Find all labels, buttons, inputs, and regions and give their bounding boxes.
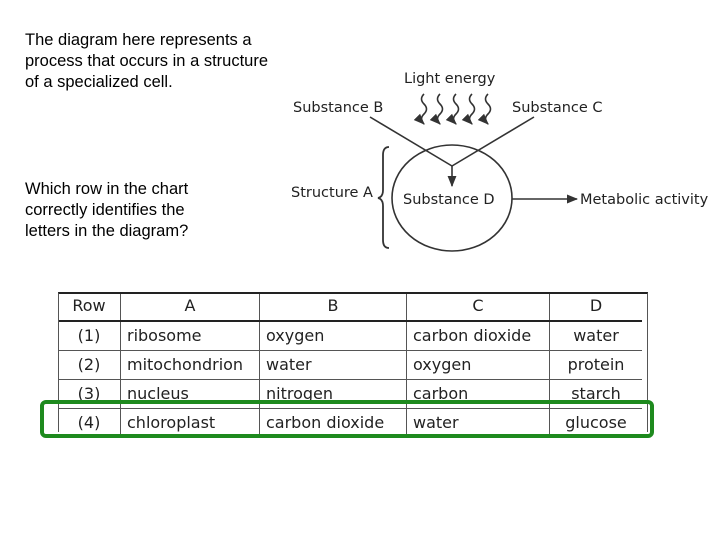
cell-process-diagram: Light energy Substance B Substance C Str… [291,71,709,252]
cell-b: oxygen [259,321,407,351]
structure-a-circle [391,144,513,252]
prompt-line: Which row in the chart [25,180,189,198]
substance-c-line [451,116,535,167]
header-row: Row [58,292,121,322]
metabolic-activity-label: Metabolic activity [580,192,709,208]
cell-a: ribosome [120,321,260,351]
cell-d: starch [549,379,642,409]
substance-c-label: Substance C [512,100,603,116]
prompt-line: letters in the diagram? [25,222,189,240]
table-row: (3) nucleus nitrogen carbon starch [58,379,642,409]
wavy-arrow [477,93,492,125]
intro-line: process that occurs in a structure [25,52,269,70]
cell-d: water [549,321,642,351]
prompt-line: correctly identifies the [25,201,185,219]
row-number: (3) [58,379,121,409]
header-a: A [120,292,260,322]
row-number: (1) [58,321,121,351]
wavy-arrow [413,93,428,125]
row-number: (4) [58,408,121,438]
cell-d: protein [549,350,642,380]
question-prompt: Which row in the chart correctly identif… [25,179,225,242]
cell-b: water [259,350,407,380]
intro-line: of a specialized cell. [25,73,173,91]
cell-b: nitrogen [259,379,407,409]
substance-b-line [369,116,453,167]
table-row: (1) ribosome oxygen carbon dioxide water [58,321,642,351]
cell-c: carbon dioxide [406,321,550,351]
row-number: (2) [58,350,121,380]
substance-b-label: Substance B [293,100,383,116]
table-header-row: Row A B C D [58,292,642,322]
wavy-arrow [429,93,444,125]
structure-a-brace [377,146,390,249]
intro-text: The diagram here represents a process th… [25,30,325,93]
structure-a-label: Structure A [291,185,373,201]
light-energy-label: Light energy [404,71,496,87]
cell-a: mitochondrion [120,350,260,380]
header-b: B [259,292,407,322]
substance-d-label: Substance D [403,192,495,208]
wavy-arrow [461,93,476,125]
cell-a: chloroplast [120,408,260,438]
cell-c: oxygen [406,350,550,380]
cell-b: carbon dioxide [259,408,407,438]
header-c: C [406,292,550,322]
cell-c: carbon [406,379,550,409]
wavy-arrow [445,93,460,125]
header-d: D [549,292,642,322]
intro-line: The diagram here represents a [25,31,252,49]
light-energy-arrows [413,93,492,125]
cell-a: nucleus [120,379,260,409]
table-row: (2) mitochondrion water oxygen protein [58,350,642,380]
answer-highlight-box [40,400,654,438]
